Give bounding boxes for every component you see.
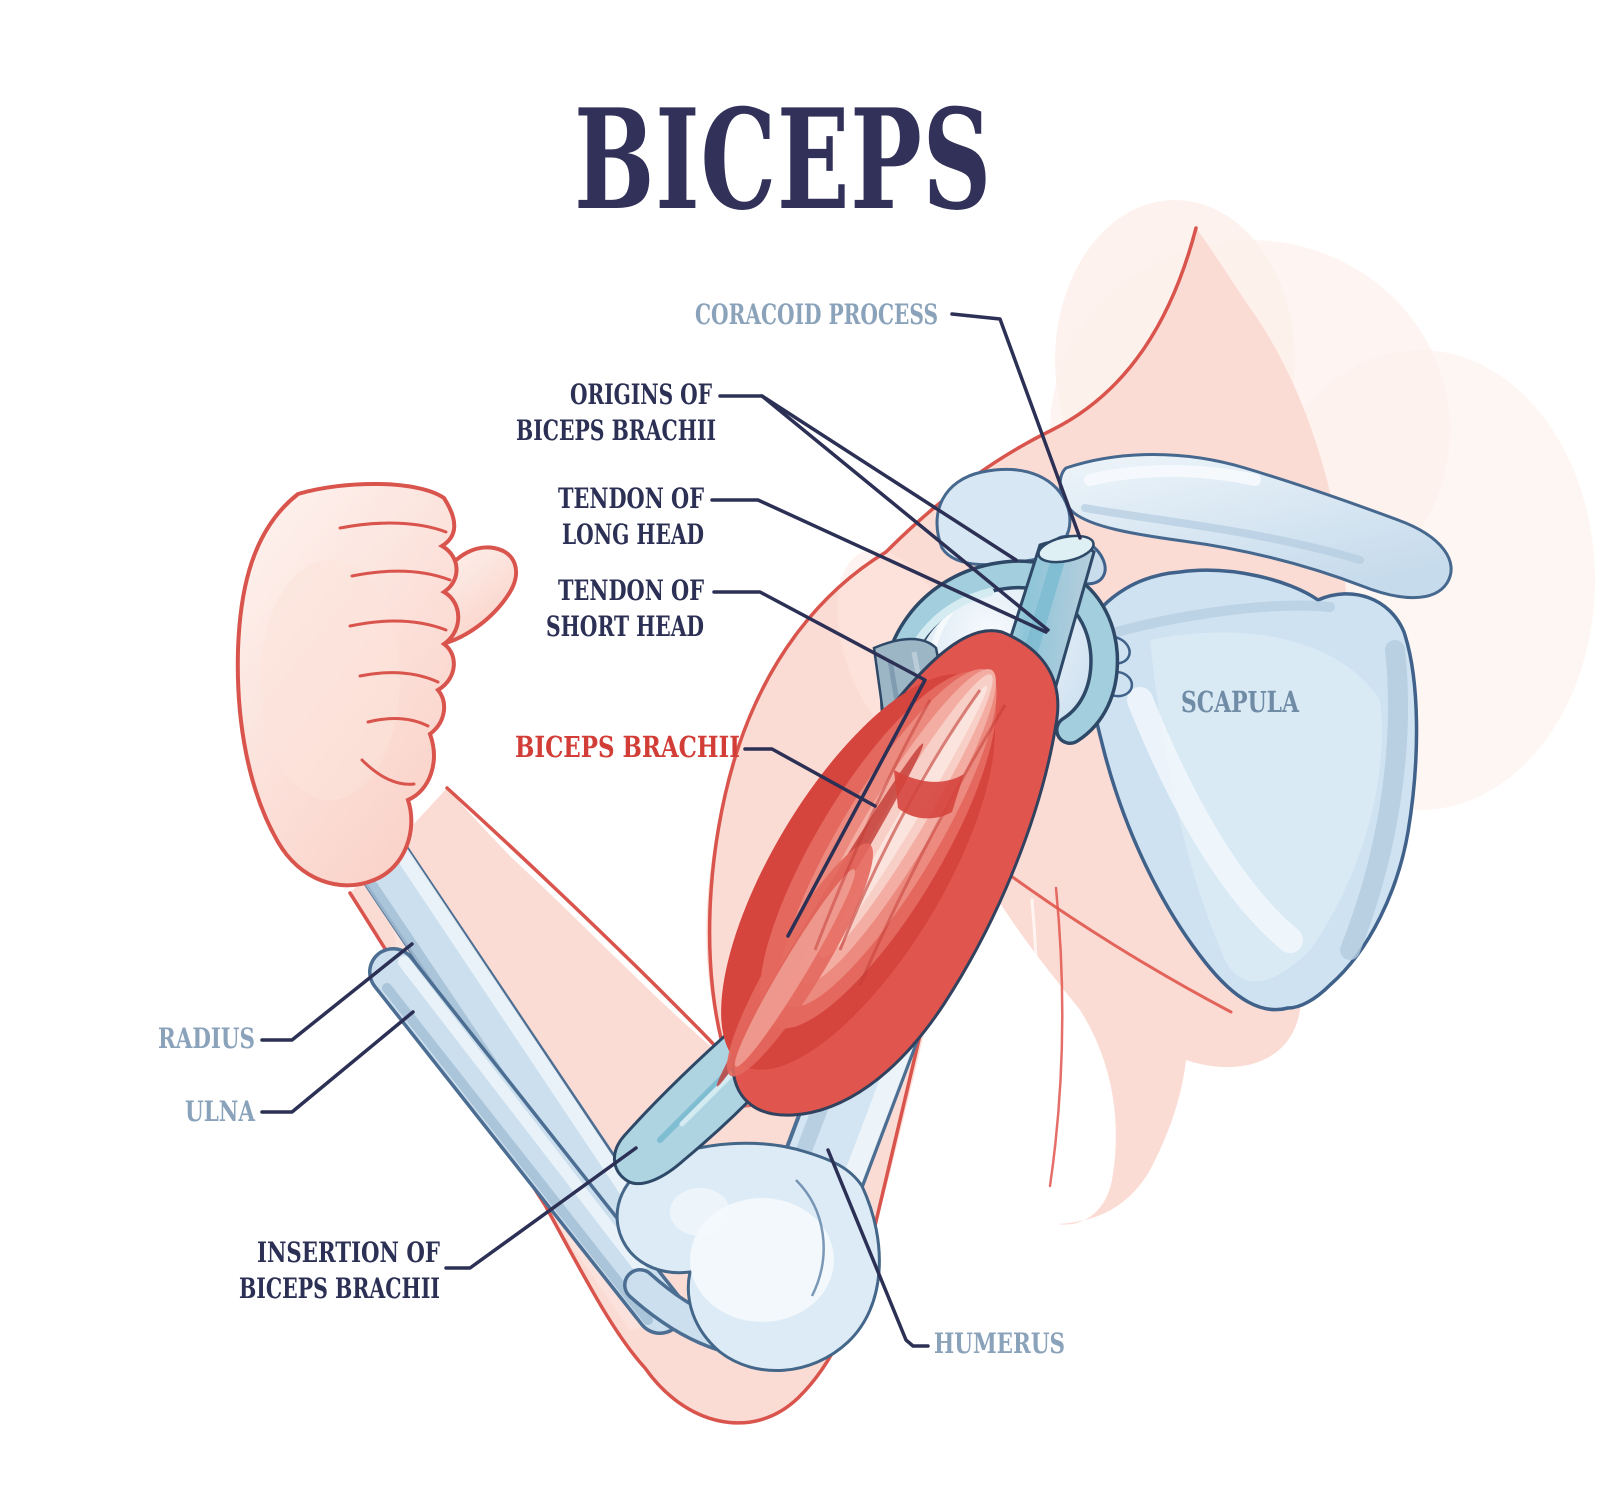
scapula-edge-shade — [1340, 640, 1408, 960]
forearm-bones — [323, 786, 825, 1359]
forearm-inner-outline — [445, 786, 729, 1062]
label-coracoid-process: CORACOID PROCESS — [695, 298, 938, 331]
leader-origins-2 — [760, 394, 1050, 632]
tube-cap — [1037, 534, 1095, 564]
scapula-shade — [1150, 632, 1382, 982]
finger-creases — [338, 521, 452, 786]
condyle-glow — [690, 1198, 834, 1322]
clavicle-shadow — [1081, 504, 1364, 564]
radius-bone — [323, 786, 661, 1261]
muscle-tuck — [894, 770, 964, 819]
label-tendon-long-line1: TENDON OF — [558, 482, 704, 515]
biceps-muscle — [716, 629, 1060, 1117]
condyle-glow-small — [670, 1188, 730, 1236]
upperarm-top-outline — [707, 550, 888, 1062]
fist — [235, 481, 519, 888]
leader-biceps — [743, 747, 877, 808]
fiber-line-3 — [813, 699, 932, 951]
labels: BICEPS CORACOID PROCESS ORIGINS OF BICEP… — [158, 78, 1299, 1360]
label-insertion-line1: INSERTION OF — [257, 1236, 440, 1269]
label-tendon-long-line2: LONG HEAD — [562, 518, 704, 551]
page-title: BICEPS — [574, 78, 992, 241]
label-tendon-short-line1: TENDON OF — [558, 574, 704, 607]
leader-humerus — [826, 1148, 930, 1348]
leader-coracoid — [950, 312, 1082, 540]
torso-white-line — [1028, 898, 1040, 1167]
label-scapula: SCAPULA — [1181, 685, 1299, 719]
label-ulna: ULNA — [185, 1095, 256, 1128]
clavicle-highlight — [1084, 465, 1261, 486]
scapula-white-swoosh — [1127, 687, 1303, 953]
leader-tendon-short — [712, 590, 927, 938]
leader-tendon-long — [710, 498, 1048, 634]
label-insertion-line2: BICEPS BRACHII — [239, 1272, 440, 1305]
short-head-highlight — [734, 869, 856, 1067]
leader-lines — [260, 312, 1082, 1348]
torso-contour-line — [1048, 886, 1064, 1188]
fiber-line-2 — [858, 704, 1007, 986]
label-radius: RADIUS — [158, 1022, 255, 1055]
palm-shade — [260, 560, 400, 800]
label-biceps-brachii: BICEPS BRACHII — [515, 730, 740, 764]
ulna-bone — [368, 947, 825, 1359]
label-tendon-short-line2: SHORT HEAD — [546, 610, 704, 643]
label-humerus: HUMERUS — [934, 1327, 1065, 1360]
leader-insertion — [444, 1146, 638, 1270]
condyle-line — [795, 1179, 825, 1297]
armpit-fold-line — [990, 860, 1233, 1014]
label-origins-line1: ORIGINS OF — [570, 378, 712, 411]
label-origins-line2: BICEPS BRACHII — [516, 414, 716, 447]
leader-ulna — [260, 1010, 415, 1114]
leader-radius — [260, 942, 414, 1042]
